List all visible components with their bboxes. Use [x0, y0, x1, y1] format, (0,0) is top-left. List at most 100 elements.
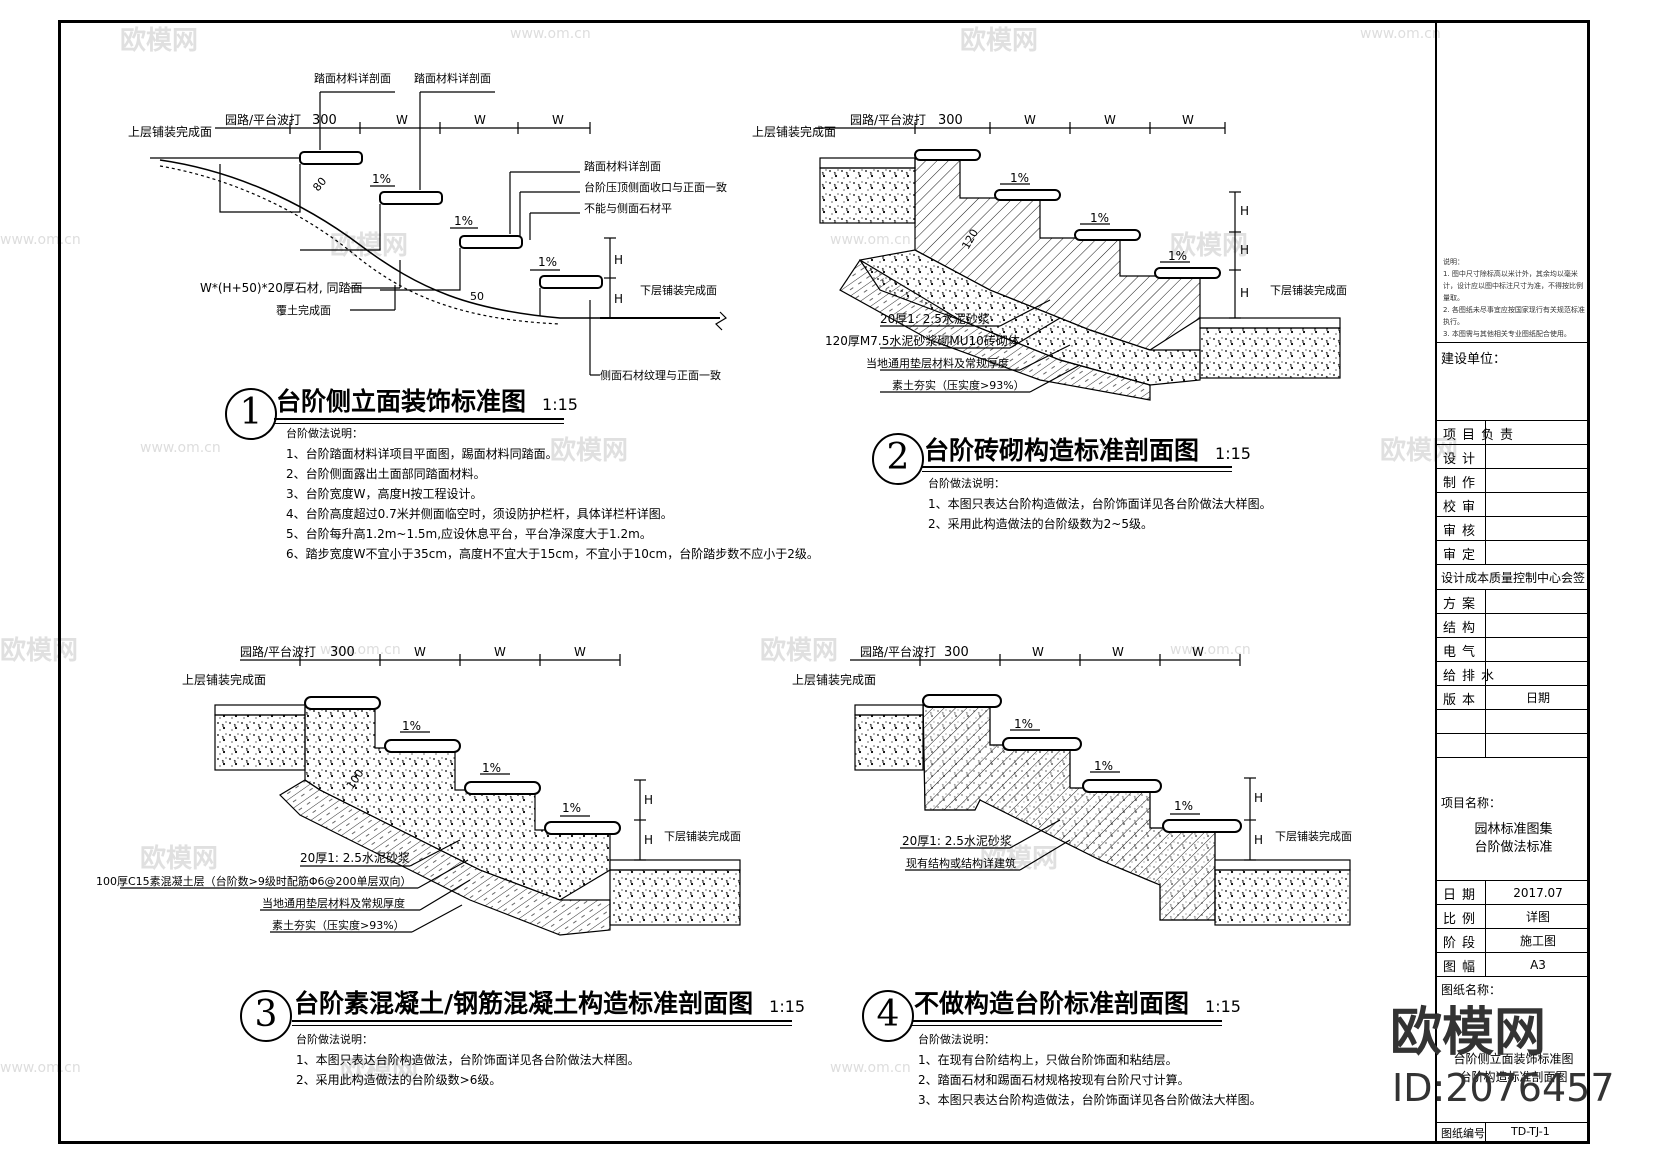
dim-w-label: W — [494, 645, 506, 659]
title-underline — [292, 1020, 792, 1022]
row-label: 审核 — [1443, 524, 1482, 539]
note-item: 3、台阶宽度W，高度H按工程设计。 — [286, 487, 483, 501]
upper-finish-label: 上层铺装完成面 — [792, 672, 876, 687]
title-text: 不做构造台阶标准剖面图 — [914, 989, 1190, 1018]
notes-1: 台阶做法说明： 1、台阶踏面材料详项目平面图，踢面材料同踏面。 2、台阶侧面露出… — [286, 424, 819, 564]
mortar-label: 20厚1: 2.5水泥砂浆 — [880, 311, 990, 326]
watermark-site: www.om.cn — [1050, 440, 1131, 456]
notes-head: 台阶做法说明： — [296, 1033, 373, 1046]
slope-label: 1% — [1014, 717, 1033, 731]
row-value: A3 — [1485, 953, 1590, 976]
divider — [1437, 342, 1590, 343]
row-label: 图幅 — [1443, 960, 1482, 975]
note-item: 1、本图只表达台阶构造做法，台阶饰面详见各台阶做法大样图。 — [928, 497, 1272, 511]
stone-spec-label: W*(H+50)*20厚石材, 同踏面 — [200, 281, 362, 295]
row-value — [1485, 445, 1590, 468]
dim-w-label: W — [474, 113, 486, 127]
slope-label: 1% — [1168, 249, 1187, 263]
dim-300-label: 300 — [938, 113, 963, 128]
notes-3: 台阶做法说明： 1、本图只表达台阶构造做法，台阶饰面详见各台阶做法大样图。 2、… — [296, 1030, 640, 1090]
title-scale: 1:15 — [542, 395, 578, 414]
concrete-label: 100厚C15素混凝土层（台阶数>9级时配筋Φ6@200单层双向） — [96, 874, 412, 888]
row-label: 设计 — [1443, 452, 1482, 467]
brand-logo: 欧模网 — [1390, 1003, 1547, 1063]
dim-300-label: 300 — [330, 645, 355, 660]
note-item: 1. 图中尺寸除标高以米计外，其余均以毫米计，设计应以图中标注尺寸为准，不得按比… — [1443, 270, 1583, 302]
title-underline — [274, 423, 564, 424]
drawing-1 — [150, 91, 727, 376]
row-value — [1485, 493, 1590, 516]
drawing-name: 台阶侧立面装饰标准图 — [1453, 1052, 1574, 1066]
row-label: 给排水 — [1443, 669, 1501, 684]
lower-finish-label: 下层铺装完成面 — [1270, 283, 1347, 297]
row-label: 日期 — [1443, 888, 1482, 903]
slope-label: 1% — [538, 255, 557, 269]
row-value — [1485, 734, 1590, 757]
notes-label: 说明： — [1443, 258, 1464, 266]
row-value: 日期 — [1485, 686, 1590, 709]
slope-label: 1% — [562, 801, 581, 815]
road-platform-label: 园路/平台波打 — [225, 112, 301, 127]
watermark-site: www.om.cn — [510, 26, 591, 42]
drawing-number-3: 3 — [240, 990, 292, 1042]
row-value — [1485, 590, 1590, 613]
project-name: 园林标准图集 — [1474, 822, 1553, 837]
brick-label: 120厚M7.5水泥砂浆砌MU10砖砌体 — [825, 333, 1020, 348]
tb-row: 阶段施工图 — [1437, 929, 1590, 953]
slope-label: 1% — [402, 719, 421, 733]
divider — [1437, 420, 1590, 421]
no-overhang-label: 不能与侧面石材平 — [584, 201, 672, 215]
dim-300-label: 300 — [944, 645, 969, 660]
row-value — [1485, 638, 1590, 661]
watermark-site: www.om.cn — [140, 440, 221, 456]
row-label: 制作 — [1443, 476, 1482, 491]
dim-w-label: W — [574, 645, 586, 659]
brand-id: ID:2076457 — [1392, 1066, 1615, 1110]
row-label: 结构 — [1443, 621, 1482, 636]
title-underline — [912, 1020, 1222, 1022]
watermark-logo: 欧模网 — [120, 26, 199, 56]
title-text: 台阶素混凝土/钢筋混凝土构造标准剖面图 — [294, 989, 754, 1018]
tb-row: 项目负责 — [1437, 421, 1590, 445]
note-item: 2、采用此构造做法的台阶级数>6级。 — [296, 1073, 502, 1087]
title-underline — [292, 1025, 792, 1026]
row-label: 电气 — [1443, 645, 1482, 660]
client-label: 建设单位： — [1441, 352, 1507, 367]
note-item: 2、采用此构造做法的台阶级数为2~5级。 — [928, 517, 1153, 531]
tb-row: 设计 — [1437, 445, 1590, 469]
watermark-logo: 欧模网 — [340, 1056, 419, 1086]
existing-structure-label: 现有结构或结构详建筑 — [906, 856, 1016, 870]
side-stone-label: 侧面石材纹理与正面一致 — [600, 368, 721, 382]
slope-label: 1% — [454, 214, 473, 228]
title-block-notes: 说明： 1. 图中尺寸除标高以米计外，其余均以毫米计，设计应以图中标注尺寸为准，… — [1437, 252, 1590, 360]
drawing-number-1: 1 — [225, 388, 277, 440]
row-value — [1485, 662, 1590, 685]
tb-row: 版本日期 — [1437, 686, 1590, 710]
row-value — [1485, 541, 1590, 564]
drawing-number-2: 2 — [872, 433, 924, 485]
watermark-logo: 欧模网 — [760, 636, 839, 666]
tb-row: 审核 — [1437, 517, 1590, 541]
note-item: 2、台阶侧面露出土面部同踏面材料。 — [286, 467, 486, 481]
drawing-number-4: 4 — [862, 990, 914, 1042]
soil-finish-label: 覆土完成面 — [276, 303, 331, 317]
row-label: 比例 — [1443, 912, 1482, 927]
notes-4: 台阶做法说明： 1、在现有台阶结构上，只做台阶饰面和粘结层。 2、踏面石材和踢面… — [918, 1030, 1262, 1110]
road-platform-label: 园路/平台波打 — [860, 644, 936, 659]
slope-label: 1% — [482, 761, 501, 775]
dim-50-label: 50 — [470, 290, 484, 303]
dim-300-label: 300 — [312, 113, 337, 128]
drawing-4 — [850, 654, 1351, 926]
road-platform-label: 园路/平台波打 — [850, 112, 926, 127]
project-label: 项目名称： — [1441, 796, 1502, 810]
dim-h-label: H — [1240, 243, 1249, 257]
lower-finish-label: 下层铺装完成面 — [640, 283, 717, 297]
dim-h-label: H — [644, 793, 653, 807]
watermark-logo: 欧模网 — [960, 26, 1039, 56]
tread-detail-label: 踏面材料详剖面 — [414, 71, 491, 85]
notes-head: 台阶做法说明： — [928, 477, 1005, 490]
